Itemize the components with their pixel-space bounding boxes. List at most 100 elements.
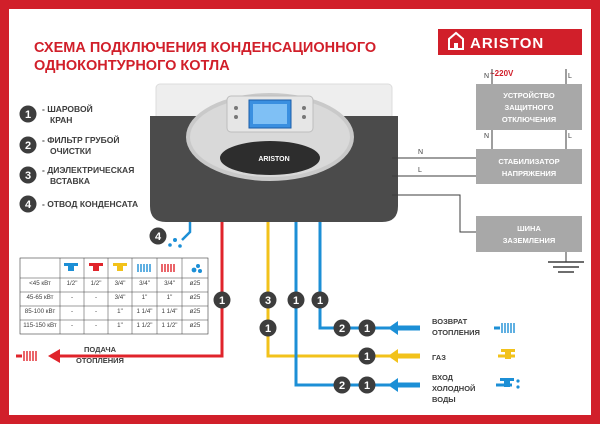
legend-3-line-1: - ДИЭЛЕКТРИЧЕСКАЯ	[42, 165, 134, 175]
table-size-cell: -	[95, 322, 97, 329]
marker-1-gas-b	[358, 347, 376, 365]
boiler-logo-text: ARISTON	[258, 156, 289, 163]
svg-text:ОТКЛЮЧЕНИЯ: ОТКЛЮЧЕНИЯ	[502, 115, 556, 124]
voltage-label: ~220V	[490, 69, 514, 78]
table-size-cell: 1"	[167, 294, 173, 301]
title-line-1: СХЕМА ПОДКЛЮЧЕНИЯ КОНДЕНСАЦИОННОГО	[34, 40, 376, 56]
legend-1-line-2: КРАН	[50, 115, 72, 125]
supply-label-2: ОТОПЛЕНИЯ	[76, 356, 124, 365]
table-size-cell: 3/4"	[164, 280, 175, 287]
svg-text:1: 1	[219, 295, 225, 307]
gas-arrow-icon	[388, 349, 398, 363]
legend-1-line-1: - ШАРОВОЙ	[42, 103, 93, 114]
table-size-cell: 1"	[117, 322, 123, 329]
svg-text:1: 1	[364, 380, 370, 392]
svg-text:L: L	[418, 167, 422, 174]
table-size-cell: 1 1/2"	[137, 322, 153, 329]
table-size-cell: 3/4"	[139, 280, 150, 287]
table-size-cell: 1"	[142, 294, 148, 301]
table-size-cell: ø25	[190, 308, 201, 315]
table-size-cell: -	[95, 294, 97, 301]
table-size-cell: 3/4"	[115, 294, 126, 301]
table-size-cell: 1 1/4"	[162, 308, 178, 315]
return-radiator-icon	[501, 323, 515, 333]
table-header-icons	[64, 263, 202, 273]
boiler-logo-window	[220, 141, 320, 175]
svg-text:НАПРЯЖЕНИЯ: НАПРЯЖЕНИЯ	[502, 169, 556, 178]
cold-water-arrow-icon	[388, 378, 398, 392]
legend: 1 - ШАРОВОЙ КРАН 2 - ФИЛЬТР ГРУБОЙ ОЧИСТ…	[19, 103, 138, 213]
svg-text:N: N	[418, 149, 423, 156]
cold-water-tap-icon	[504, 378, 510, 387]
wire-ground	[392, 194, 476, 233]
svg-text:1: 1	[265, 323, 271, 335]
svg-text:2: 2	[339, 323, 345, 335]
table-size-cell: ø25	[190, 322, 201, 329]
marker-3-gas	[259, 291, 277, 309]
radiator-supply-icon	[161, 264, 175, 272]
legend-marker-4	[19, 195, 37, 213]
title-line-2: ОДНОКОНТУРНОГО КОТЛА	[34, 58, 230, 74]
table-size-cell: ø25	[190, 294, 201, 301]
svg-text:2: 2	[339, 380, 345, 392]
table-size-cell: 1 1/4"	[137, 308, 153, 315]
gas-tap-icon	[505, 349, 511, 359]
table-power-cell: 85-100 кВт	[25, 308, 56, 315]
pipe-gas	[266, 222, 398, 358]
table-size-cell: 3/4"	[115, 280, 126, 287]
rcd-n-label: N	[484, 73, 489, 80]
legend-marker-2	[19, 136, 37, 154]
rcd-l-label: L	[568, 73, 572, 80]
boiler: ARISTON	[150, 83, 398, 222]
return-arrow-icon	[388, 321, 398, 335]
marker-1-gas	[259, 319, 277, 337]
pipe-markers: 1 3 1 1 1 2 1 1 2 1	[213, 291, 376, 394]
cold-water-label-3: ВОДЫ	[432, 395, 456, 404]
table-size-cell: 1/2"	[91, 280, 102, 287]
svg-text:1: 1	[364, 323, 370, 335]
condensate-drain: 4	[149, 222, 192, 248]
svg-text:1: 1	[293, 295, 299, 307]
svg-text:1: 1	[364, 351, 370, 363]
ground-bus-box	[476, 216, 582, 252]
svg-text:2: 2	[25, 140, 31, 152]
rcd-box	[476, 84, 582, 130]
marker-1-supply	[213, 291, 231, 309]
stabilizer-box	[476, 149, 582, 184]
electrical-section: ~220V N L УСТРОЙСТВО ЗАЩИТНОГО ОТКЛЮЧЕНИ…	[392, 69, 584, 273]
gas-tap-icon	[117, 263, 123, 271]
svg-text:СТАБИЛИЗАТОР: СТАБИЛИЗАТОР	[498, 157, 559, 166]
condensate-icon	[191, 267, 197, 273]
logo-text: ARISTON	[470, 35, 544, 52]
table-size-cell: ø25	[190, 280, 201, 287]
svg-text:3: 3	[265, 295, 271, 307]
table-size-cell: -	[71, 322, 73, 329]
marker-2-cold-water	[333, 376, 351, 394]
table-size-cell: 1"	[117, 308, 123, 315]
table-power-cell: <45 кВт	[29, 280, 51, 287]
legend-marker-1	[19, 105, 37, 123]
supply-radiator-icon	[23, 351, 37, 361]
house-logo-icon	[448, 31, 464, 50]
cold-water-label-2: ХОЛОДНОЙ	[432, 384, 475, 393]
table-power-cell: 115-150 кВт	[23, 322, 57, 329]
svg-text:L: L	[568, 133, 572, 140]
supply-arrow-icon	[48, 349, 60, 363]
table-size-cell: -	[71, 308, 73, 315]
marker-1-cold-water	[287, 291, 305, 309]
return-label-2: ОТОПЛЕНИЯ	[432, 328, 480, 337]
legend-2-line-1: - ФИЛЬТР ГРУБОЙ	[42, 134, 120, 145]
cold-tap-icon	[68, 263, 74, 271]
svg-text:ЗАЗЕМЛЕНИЯ: ЗАЗЕМЛЕНИЯ	[503, 236, 556, 245]
supply-label-1: ПОДАЧА	[84, 345, 117, 354]
ariston-logo: ARISTON	[438, 29, 582, 55]
pipe-supply	[60, 222, 224, 358]
svg-text:УСТРОЙСТВО: УСТРОЙСТВО	[503, 91, 555, 100]
marker-1-return-b	[358, 319, 376, 337]
legend-marker-3	[19, 166, 37, 184]
svg-text:ШИНА: ШИНА	[517, 224, 541, 233]
legend-4-line-1: - ОТВОД КОНДЕНСАТА	[42, 199, 138, 209]
marker-4	[149, 227, 167, 245]
